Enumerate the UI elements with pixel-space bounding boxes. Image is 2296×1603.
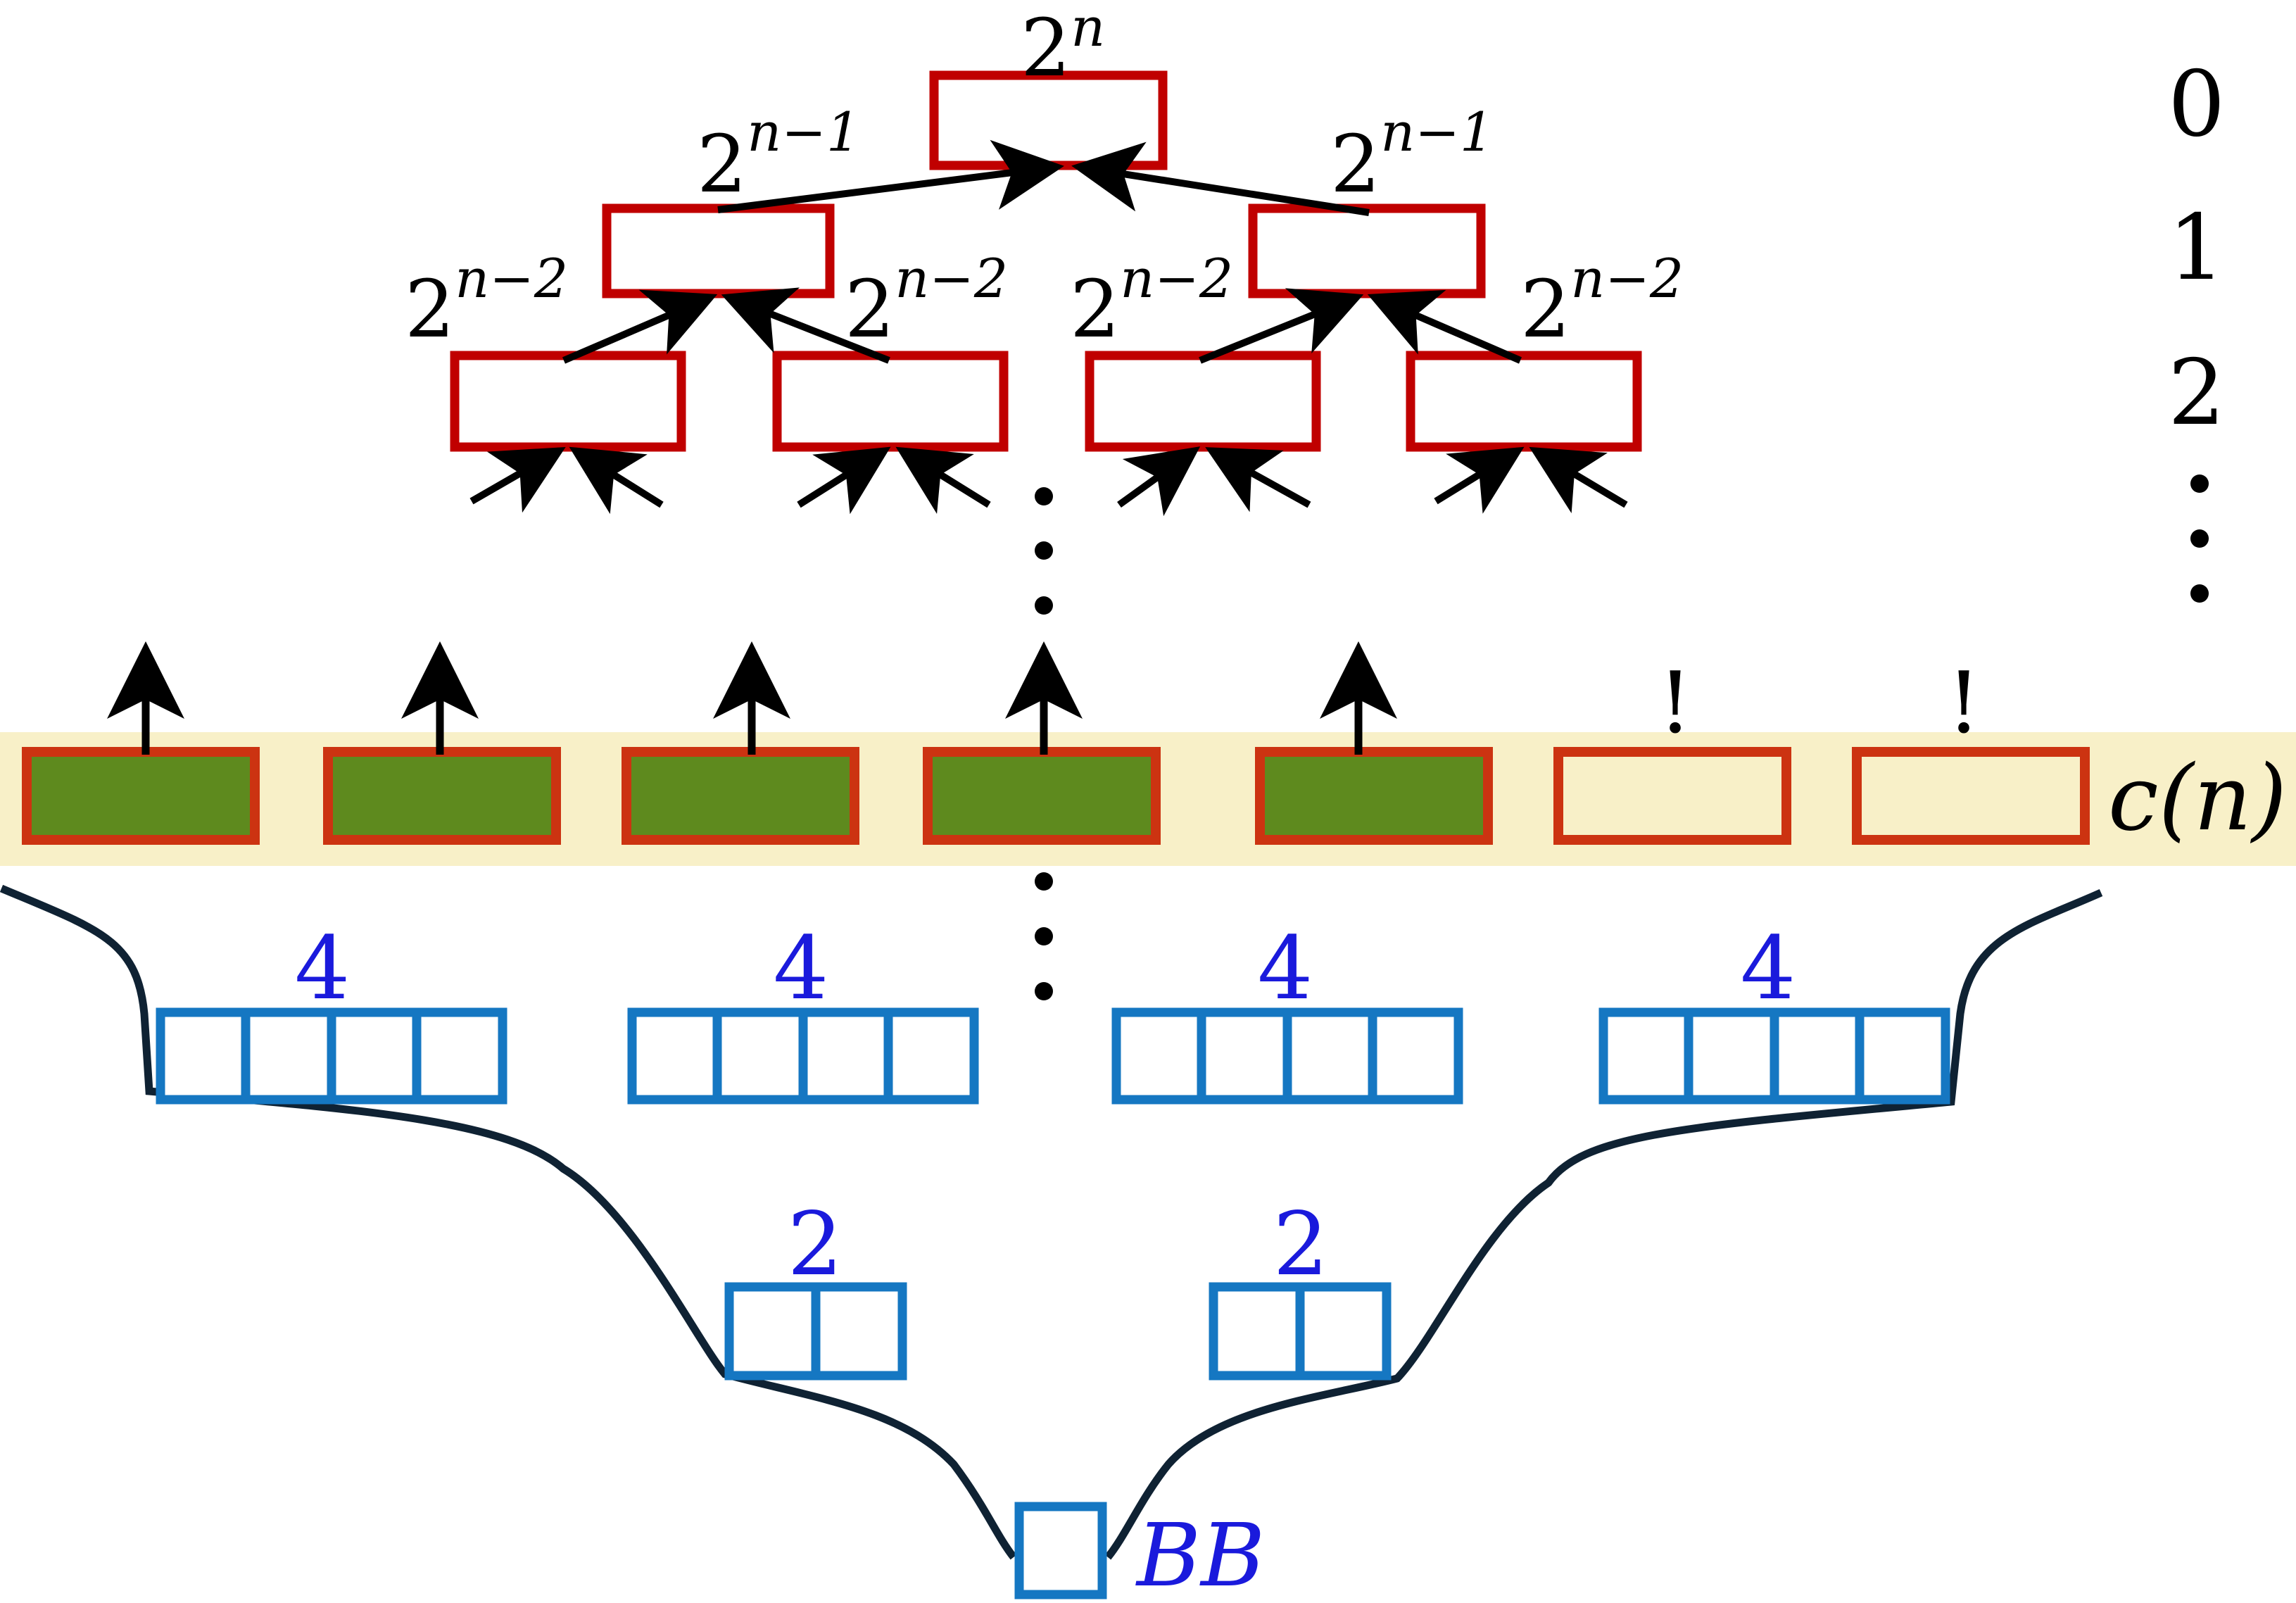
cn-box-3 [622,747,859,845]
blue-row-two-2 [1209,1282,1392,1381]
brace-curves [0,884,2103,1560]
label-l2-4: 2n−2 [1520,247,1684,356]
tree-l2-box-2 [772,351,1009,452]
blue-four-labels: 4 4 4 4 [295,918,1796,1019]
tree-l2-box-4 [1406,351,1642,452]
tree-arrows [469,139,1628,517]
level-ellipsis [2190,474,2209,603]
four-label-4: 4 [1741,918,1796,1019]
blue-two-labels: 2 2 [788,1194,1329,1295]
cn-up-arrows [107,641,1397,755]
two-label-2: 2 [1273,1194,1329,1295]
tree-l1-box-right [1248,203,1486,298]
curve-outer-right [1104,888,2103,1560]
cn-box-4 [923,747,1161,845]
exclamation-mark-6: ! [1658,655,1692,753]
four-label-2: 4 [774,918,829,1019]
bb-label: BB [1135,1505,1265,1603]
cn-row-boxes [22,747,2090,845]
tree-l1-box-left [602,203,835,298]
cn-box-2 [323,747,561,845]
exclamation-mark-7: ! [1947,655,1981,753]
tree-l2-box-1 [450,351,686,452]
level-numbers: 0 1 2 [2168,52,2225,446]
blue-row-four-2 [627,1007,979,1105]
blue-row-four-1 [156,1007,507,1105]
blue-row-four-4 [1598,1007,1950,1105]
cn-exclamations: ! ! [1658,655,1981,753]
blue-row-four-3 [1111,1007,1463,1105]
label-l2-3: 2n−2 [1070,247,1233,356]
center-ellipsis-upper [1035,487,1053,615]
curve-outer-left [0,884,1017,1560]
cn-box-5 [1255,747,1493,845]
tree-l2-box-3 [1085,351,1321,452]
level-number-1: 1 [2168,196,2225,301]
cn-label: c(n) [2108,746,2287,851]
label-l2-1: 2n−2 [405,247,568,356]
bb-box [1014,1502,1107,1599]
label-l2-2: 2n−2 [845,247,1008,356]
blue-four-rows [156,1007,1950,1105]
two-label-1: 2 [788,1194,843,1295]
cn-box-6 [1553,747,1791,845]
level-number-2: 2 [2168,341,2225,446]
blue-two-rows [724,1282,1392,1381]
four-label-1: 4 [295,918,351,1019]
blue-row-two-1 [724,1282,907,1381]
four-label-3: 4 [1258,918,1313,1019]
tree-labels: 2n 2n−1 2n−1 2n−2 2n−2 2n−2 2n−2 [405,0,1684,356]
label-l1-left: 2n−1 [697,101,860,210]
label-root: 2n [1021,0,1105,94]
center-ellipsis-lower [1035,872,1053,1000]
level-number-0: 0 [2168,52,2225,157]
cn-box-7 [1852,747,2090,845]
label-l1-right: 2n−1 [1330,101,1494,210]
cn-box-1 [22,747,260,845]
